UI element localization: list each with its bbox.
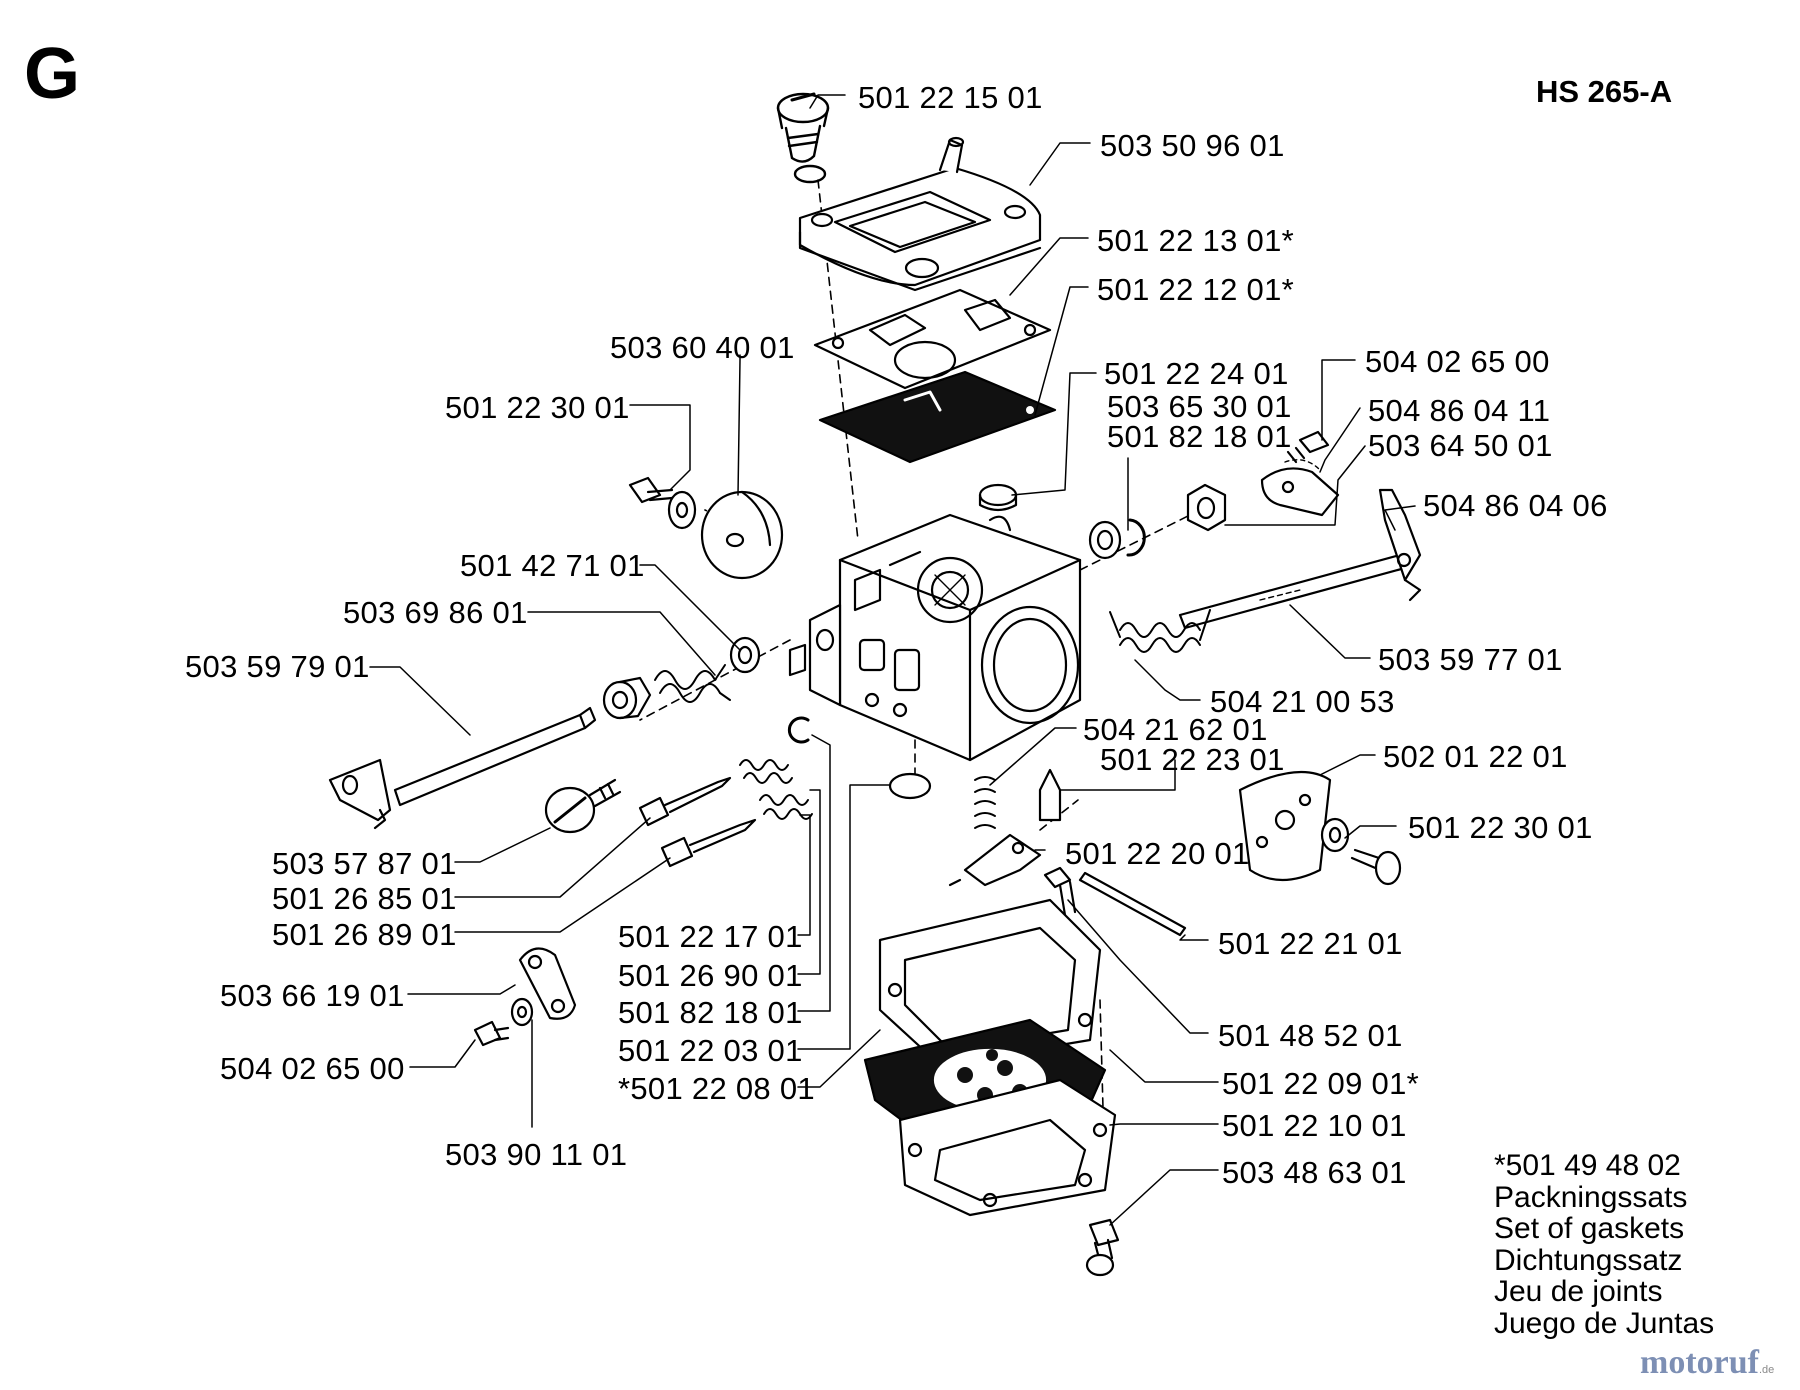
pump-diaphragm: [818, 370, 1057, 464]
lever-screw-small: [1043, 866, 1077, 917]
part-label: 503 90 11 01: [445, 1137, 628, 1172]
part-label: 503 59 79 01: [185, 649, 370, 684]
welch-plug: [888, 772, 932, 800]
watermark-text: motoruf: [1640, 1344, 1759, 1381]
metering-spring: [974, 776, 996, 829]
part-label: 503 66 19 01: [220, 978, 405, 1013]
shaft-bushing-right: [729, 636, 761, 674]
gasket-set-label-en: Set of gaskets: [1494, 1212, 1685, 1245]
low-speed-needle: [660, 818, 757, 868]
plate-screw-washer: [473, 997, 534, 1047]
lever-screw: [1286, 430, 1330, 464]
part-label: 501 48 52 01: [1218, 1018, 1403, 1053]
part-label: 501 22 10 01: [1222, 1108, 1407, 1143]
idle-speed-screw: [544, 778, 622, 834]
part-label: 501 22 09 01*: [1222, 1066, 1419, 1101]
part-label: 501 22 23 01: [1100, 742, 1285, 777]
mounting-plate: [518, 947, 577, 1020]
part-label: *501 22 08 01: [618, 1071, 815, 1106]
e-clip-left: [787, 716, 810, 744]
side-cover-plate: [1238, 770, 1332, 881]
part-label: 503 60 40 01: [610, 330, 795, 365]
part-label: 501 82 18 01: [618, 995, 803, 1030]
felt-plug: [978, 483, 1018, 512]
part-label: 501 82 18 01: [1107, 419, 1292, 454]
part-label: 501 26 89 01: [272, 917, 457, 952]
part-label: 502 01 22 01: [1383, 739, 1568, 774]
part-label: 501 22 30 01: [1408, 810, 1593, 845]
watermark-logo: motoruf.de: [1640, 1346, 1774, 1380]
part-label: 504 21 62 01: [1083, 712, 1268, 747]
part-label: 503 59 77 01: [1378, 642, 1563, 677]
part-label: 501 22 24 01: [1104, 356, 1289, 391]
gasket-set-label-es: Juego de Juntas: [1494, 1306, 1715, 1340]
part-label: 504 02 65 00: [1365, 344, 1550, 379]
part-label: 501 42 71 01: [460, 548, 645, 583]
screw-washer-left: [628, 476, 697, 530]
part-label: 503 69 86 01: [343, 595, 528, 630]
metering-cover: [898, 1078, 1117, 1217]
lever-nut: [1186, 483, 1227, 532]
gasket-set-label-de: Dichtungssatz: [1494, 1243, 1683, 1277]
throttle-spring-right: [1109, 609, 1211, 653]
choke-spring-left: [654, 664, 731, 703]
part-label: 503 57 87 01: [272, 846, 457, 881]
needle-springs: [739, 759, 813, 820]
high-speed-needle: [638, 776, 732, 827]
part-label: 504 21 00 53: [1210, 684, 1395, 719]
bottom-screw: [1085, 1218, 1120, 1277]
pump-gasket: [813, 288, 1052, 390]
section-letter: G: [24, 34, 81, 114]
part-label: 501 22 21 01: [1218, 926, 1403, 961]
gasket-set-part-number: *501 49 48 02: [1494, 1149, 1681, 1182]
part-label: 501 26 90 01: [618, 958, 803, 993]
gasket-set-note: *501 49 48 02 Packningssats Set of gaske…: [1494, 1150, 1714, 1339]
part-label: 503 64 50 01: [1368, 428, 1553, 463]
part-label: 501 22 13 01*: [1097, 223, 1294, 258]
throttle-disc: [700, 490, 784, 580]
cam-lever: [1260, 459, 1340, 517]
pump-cover: [798, 136, 1042, 292]
part-label: 504 02 65 00: [220, 1051, 405, 1086]
part-label: 501 22 30 01: [445, 390, 630, 425]
lever-pin: [1078, 871, 1187, 937]
throttle-shaft-right: [1178, 488, 1422, 630]
screw-washer-right: [1320, 817, 1402, 886]
leader-lines: [369, 94, 1416, 1226]
part-label: 501 22 03 01: [618, 1033, 803, 1068]
washer-and-clip-right: [1088, 518, 1146, 560]
model-label: HS 265-A: [1536, 74, 1673, 109]
part-label: 503 48 63 01: [1222, 1155, 1407, 1190]
part-label: 501 22 20 01: [1065, 836, 1250, 871]
part-label: 501 22 12 01*: [1097, 272, 1294, 307]
watermark-suffix: .de: [1758, 1364, 1775, 1376]
metering-lever: [948, 833, 1042, 887]
gasket-set-label-fr: Jeu de joints: [1494, 1275, 1663, 1308]
metering-gasket: [878, 898, 1102, 1067]
part-label: 501 22 17 01: [618, 919, 803, 954]
part-label: 503 50 96 01: [1100, 128, 1285, 163]
part-label: 504 86 04 11: [1368, 393, 1551, 428]
choke-shaft-left: [328, 706, 597, 830]
part-label: 504 86 04 06: [1423, 488, 1608, 523]
shaft-bushing-left: [602, 676, 652, 720]
top-screw: [776, 92, 830, 184]
carburetor-body: [788, 513, 1082, 762]
gasket-set-label-sv: Packningssats: [1494, 1180, 1688, 1214]
inlet-needle: [1038, 768, 1062, 822]
part-label: 501 22 15 01: [858, 80, 1043, 115]
part-label: 503 65 30 01: [1107, 389, 1292, 424]
part-label: 501 26 85 01: [272, 881, 457, 916]
